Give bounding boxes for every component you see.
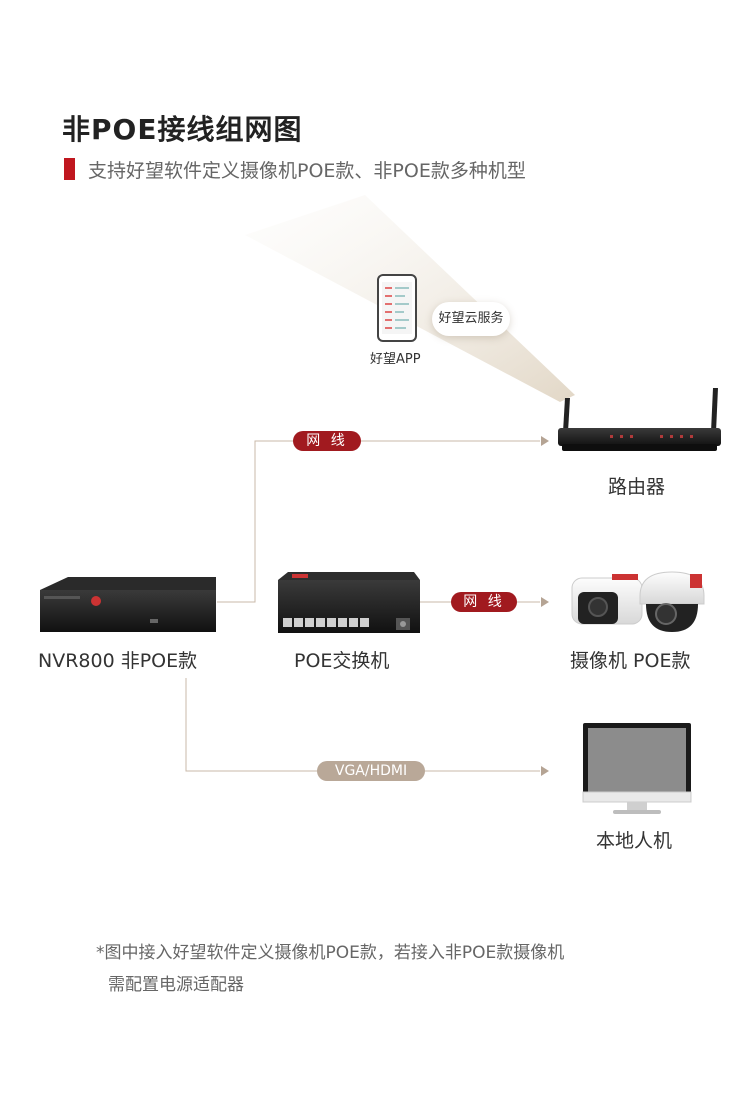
router-label: 路由器	[608, 476, 666, 498]
router-icon	[558, 388, 721, 451]
poe-switch-icon	[278, 572, 420, 633]
network-cable-label-mid: 网 线	[451, 592, 517, 612]
app-label: 好望APP	[370, 352, 421, 367]
arrowheads	[541, 436, 549, 776]
nvr-label: NVR800 非POE款	[38, 650, 198, 672]
camera-label: 摄像机 POE款	[570, 650, 691, 672]
dome-camera-icon	[639, 571, 705, 632]
page-subtitle: 支持好望软件定义摄像机POE款、非POE款多种机型	[88, 160, 526, 182]
page-title: 非POE接线组网图	[62, 113, 303, 146]
monitor-label: 本地人机	[596, 830, 673, 852]
footnote-line-2: 需配置电源适配器	[108, 975, 244, 995]
cloud-service-badge: 好望云服务	[432, 302, 510, 336]
video-cable-label: VGA/HDMI	[317, 761, 425, 781]
nvr-icon	[40, 577, 216, 632]
poe-switch-label: POE交换机	[294, 650, 390, 672]
monitor-icon	[582, 723, 692, 814]
footnote-line-1: *图中接入好望软件定义摄像机POE款，若接入非POE款摄像机	[96, 943, 565, 963]
network-cable-label-top: 网 线	[293, 431, 361, 451]
subtitle-accent-bar	[64, 158, 75, 180]
bullet-camera-icon	[571, 574, 643, 625]
phone-icon	[377, 274, 417, 342]
